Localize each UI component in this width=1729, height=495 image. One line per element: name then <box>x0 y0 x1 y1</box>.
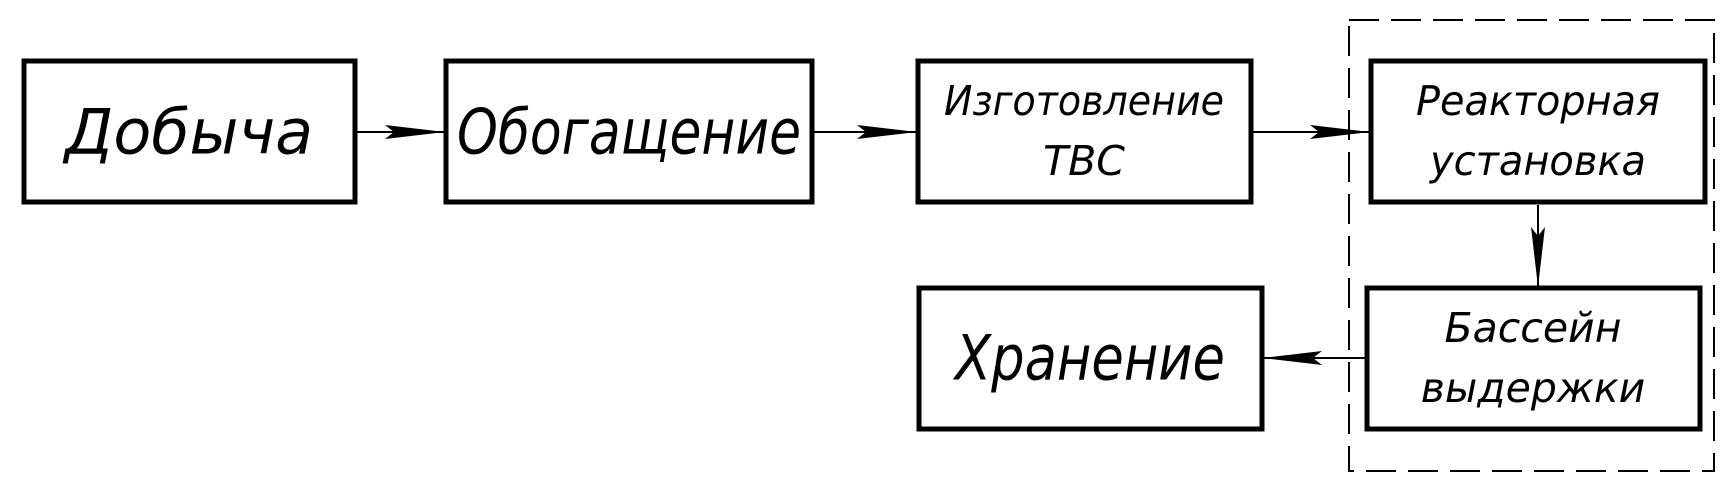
reactor-pool-group-frame <box>1348 19 1715 472</box>
node-storage-label: Хранение <box>952 322 1225 395</box>
node-pool: Бассейн выдержки <box>1364 285 1703 432</box>
node-fabrication-label-line1: Изготовление <box>944 77 1224 125</box>
node-fabrication: Изготовление ТВС <box>915 58 1254 205</box>
node-storage: Хранение <box>916 285 1265 432</box>
node-enrichment-label: Обогащение <box>457 96 801 169</box>
node-pool-label-line1: Бассейн <box>1444 304 1621 352</box>
node-reactor: Реакторная установка <box>1368 58 1708 205</box>
node-mining-label: Добыча <box>62 96 313 169</box>
node-fabrication-label-line2: ТВС <box>1043 137 1125 185</box>
node-enrichment: Обогащение <box>443 58 815 205</box>
node-mining: Добыча <box>21 58 358 205</box>
node-reactor-label-line2: установка <box>1428 137 1646 185</box>
node-reactor-label-line1: Реакторная <box>1416 77 1660 125</box>
node-pool-label-line2: выдержки <box>1421 364 1645 412</box>
